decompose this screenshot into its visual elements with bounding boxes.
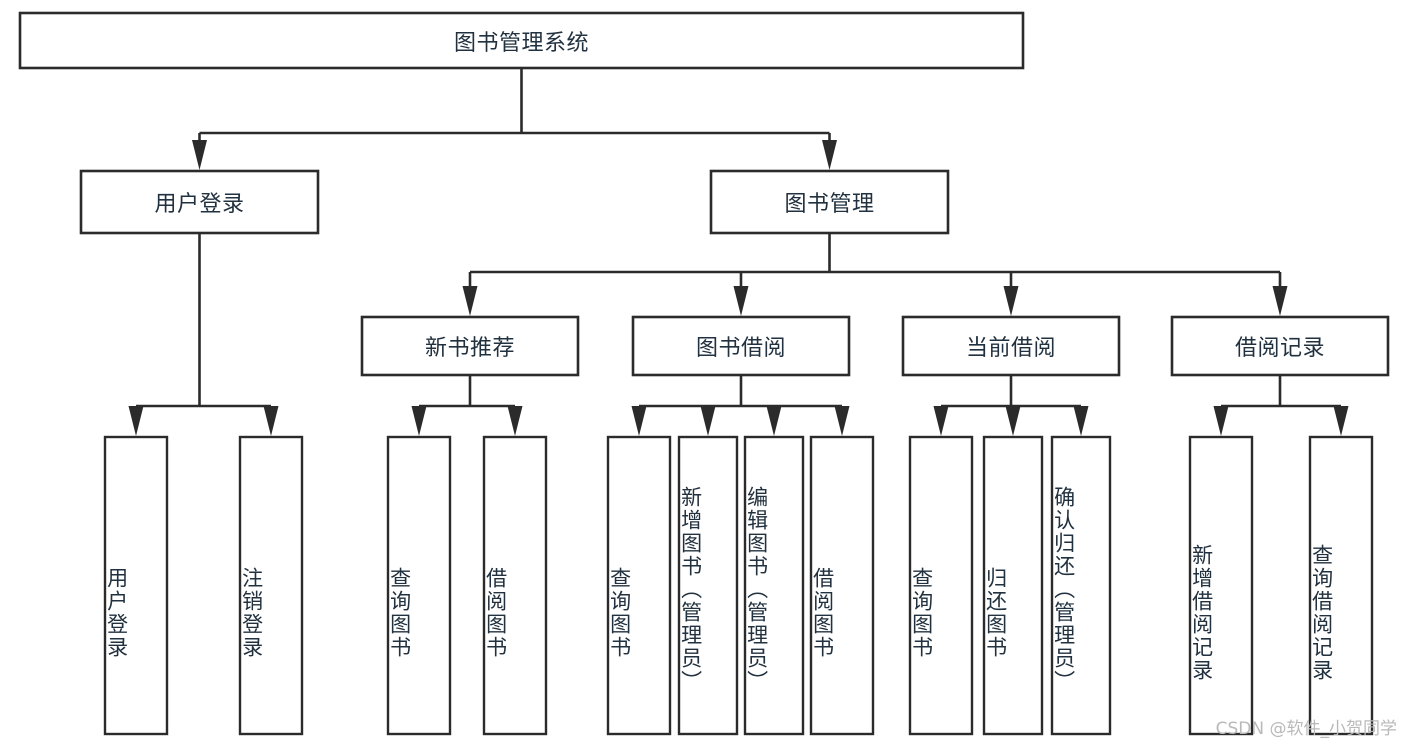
edges-layer bbox=[128, 68, 1349, 436]
node-box-leaf-borrow-book-1[interactable] bbox=[482, 435, 548, 736]
edge-arrowhead bbox=[1003, 286, 1019, 316]
edge-arrowhead bbox=[411, 406, 427, 436]
edge-arrowhead bbox=[766, 406, 782, 436]
node-box-leaf-query-book-3[interactable] bbox=[908, 435, 974, 736]
edge-arrowhead bbox=[834, 406, 850, 436]
node-box-leaf-add-record[interactable] bbox=[1188, 435, 1254, 736]
node-box-leaf-logout[interactable] bbox=[238, 435, 304, 736]
node-box-leaf-borrow-book-2[interactable] bbox=[809, 435, 875, 736]
node-box-leaf-confirm-return[interactable] bbox=[1050, 435, 1112, 736]
node-box-user-login[interactable] bbox=[79, 169, 320, 235]
node-box-new-book-recommend[interactable] bbox=[360, 315, 580, 377]
edge-arrowhead bbox=[933, 406, 949, 436]
node-box-borrow-record[interactable] bbox=[1170, 315, 1390, 377]
node-box-leaf-query-book-1[interactable] bbox=[386, 435, 452, 736]
edge-arrowhead bbox=[700, 406, 716, 436]
edge-arrowhead bbox=[1213, 406, 1229, 436]
node-box-book-management[interactable] bbox=[709, 169, 950, 235]
node-box-leaf-query-book-2[interactable] bbox=[606, 435, 672, 736]
edge-arrowhead bbox=[128, 406, 144, 436]
nodes-layer bbox=[18, 11, 1390, 736]
node-box-root[interactable] bbox=[18, 11, 1025, 70]
node-box-leaf-add-book[interactable] bbox=[677, 435, 739, 736]
edge-arrowhead bbox=[822, 140, 837, 170]
node-box-leaf-query-record[interactable] bbox=[1308, 435, 1374, 736]
node-box-leaf-return-book[interactable] bbox=[982, 435, 1044, 736]
node-box-book-borrow[interactable] bbox=[631, 315, 851, 377]
edge-arrowhead bbox=[507, 406, 523, 436]
edge-arrowhead bbox=[733, 286, 749, 316]
edge-arrowhead bbox=[1272, 286, 1288, 316]
edge-arrowhead bbox=[462, 286, 478, 316]
watermark: CSDN @软件_小贺同学 bbox=[1215, 719, 1397, 739]
edge-arrowhead bbox=[263, 406, 279, 436]
edge-arrowhead bbox=[1005, 406, 1021, 436]
edge-arrowhead bbox=[192, 140, 207, 170]
edge-arrowhead bbox=[1333, 406, 1349, 436]
edge-arrowhead bbox=[631, 406, 647, 436]
edge-arrowhead bbox=[1073, 406, 1089, 436]
node-box-current-borrow[interactable] bbox=[901, 315, 1121, 377]
node-box-leaf-edit-book[interactable] bbox=[743, 435, 805, 736]
node-box-leaf-user-login[interactable] bbox=[103, 435, 169, 736]
